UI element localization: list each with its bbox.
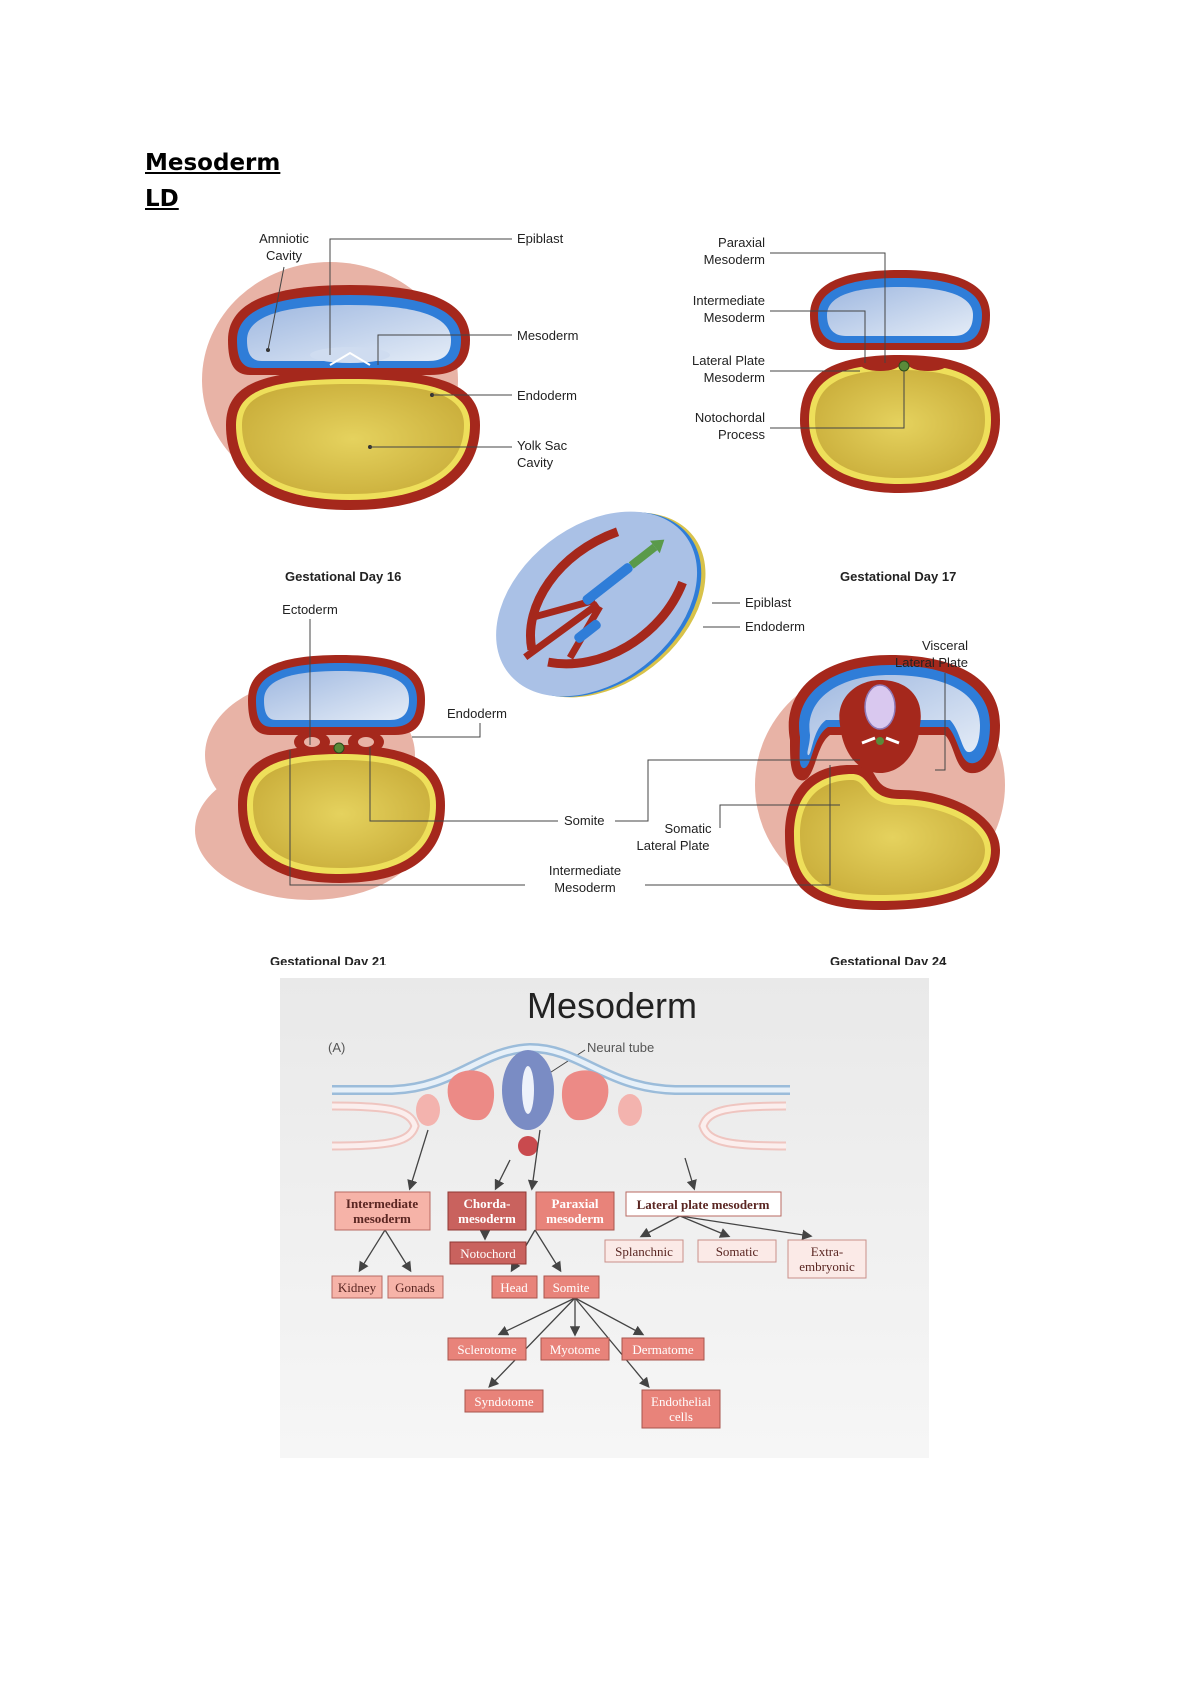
day24-section	[755, 655, 1005, 910]
box-somite: Somite	[543, 1275, 600, 1299]
box-myotome-text: Myotome	[550, 1342, 601, 1357]
label-mesoderm: Mesoderm	[517, 328, 578, 343]
box-sclerotome: Sclerotome	[447, 1337, 527, 1361]
box-lateral-plate-text: Lateral plate mesoderm	[637, 1197, 770, 1212]
page-title: Mesoderm	[145, 150, 281, 176]
box-chorda-line1: Chorda-	[464, 1196, 511, 1211]
box-extra-line1: Extra-	[811, 1244, 843, 1259]
label-notochordal-process-2: Process	[718, 427, 765, 442]
box-endothelial-line2: cells	[669, 1409, 693, 1424]
label-lateral-plate-mesoderm-2: Mesoderm	[704, 370, 765, 385]
box-extra-embryonic: Extra- embryonic	[787, 1239, 867, 1279]
box-chorda-line2: mesoderm	[458, 1211, 516, 1226]
box-paraxial-line2: mesoderm	[546, 1211, 604, 1226]
caption-day16: Gestational Day 16	[285, 569, 401, 584]
box-notochord-text: Notochord	[460, 1246, 516, 1261]
box-splanchnic: Splanchnic	[604, 1239, 684, 1263]
label-intermediate-mesoderm-1: Intermediate	[693, 293, 765, 308]
box-sclerotome-text: Sclerotome	[457, 1342, 516, 1357]
caption-day24: Gestational Day 24	[830, 954, 947, 965]
box-chordamesoderm: Chorda- mesoderm	[447, 1191, 527, 1231]
embryo-sections-figure: Amniotic Cavity Epiblast Mesoderm Endode…	[195, 231, 1005, 965]
box-intermediate-mesoderm: Intermediate mesoderm	[334, 1191, 431, 1231]
lineage-arrows	[358, 1129, 813, 1389]
page-subtitle: LD	[145, 186, 179, 212]
box-gonads-text: Gonads	[395, 1280, 435, 1295]
label-somite: Somite	[564, 813, 604, 828]
box-intermediate-line1: Intermediate	[346, 1196, 418, 1211]
label-amniotic-cavity-1: Amniotic	[259, 231, 309, 246]
label-visceral-lateral-plate-1: Visceral	[922, 638, 968, 653]
label-visceral-lateral-plate-2: Lateral Plate	[895, 655, 968, 670]
day21-labels: Ectoderm Endoderm Somite Intermediate Me…	[270, 602, 621, 965]
box-kidney-text: Kidney	[338, 1280, 377, 1295]
box-somite-text: Somite	[553, 1280, 590, 1295]
box-endothelial-cells: Endothelial cells	[641, 1389, 721, 1429]
label-day21-endoderm: Endoderm	[447, 706, 507, 721]
box-somatic-text: Somatic	[716, 1244, 759, 1259]
label-day21-intermediate-mesoderm-2: Mesoderm	[554, 880, 615, 895]
lineage-cross-section	[331, 1042, 790, 1156]
mesoderm-lineage-figure: Mesoderm (A) Neural tube	[280, 978, 929, 1458]
label-intermediate-mesoderm-2: Mesoderm	[704, 310, 765, 325]
box-splanchnic-text: Splanchnic	[615, 1244, 673, 1259]
center-labels: Epiblast Endoderm	[703, 595, 805, 634]
box-dermatome: Dermatome	[621, 1337, 705, 1361]
label-lateral-plate-mesoderm-1: Lateral Plate	[692, 353, 765, 368]
day21-section	[195, 655, 445, 900]
caption-day17: Gestational Day 17	[840, 569, 956, 584]
box-extra-line2: embryonic	[799, 1259, 855, 1274]
label-yolk-sac-cavity-1: Yolk Sac	[517, 438, 568, 453]
box-lateral-plate-mesoderm: Lateral plate mesoderm	[625, 1191, 782, 1217]
box-somatic: Somatic	[697, 1239, 777, 1263]
label-paraxial-mesoderm-1: Paraxial	[718, 235, 765, 250]
label-amniotic-cavity-2: Cavity	[266, 248, 303, 263]
box-syndotome-text: Syndotome	[474, 1394, 533, 1409]
box-dermatome-text: Dermatome	[632, 1342, 694, 1357]
box-notochord: Notochord	[449, 1241, 527, 1265]
box-myotome: Myotome	[540, 1337, 610, 1361]
box-intermediate-line2: mesoderm	[353, 1211, 411, 1226]
label-ectoderm: Ectoderm	[282, 602, 338, 617]
embryonic-disc-3d	[496, 511, 706, 698]
box-paraxial-mesoderm: Paraxial mesoderm	[535, 1191, 615, 1231]
day16-labels: Amniotic Cavity Epiblast Mesoderm Endode…	[259, 231, 578, 584]
label-center-epiblast: Epiblast	[745, 595, 792, 610]
day17-labels: Paraxial Mesoderm Intermediate Mesoderm …	[692, 235, 956, 584]
label-yolk-sac-cavity-2: Cavity	[517, 455, 554, 470]
box-head-text: Head	[500, 1280, 528, 1295]
neural-tube-label: Neural tube	[587, 1040, 654, 1055]
caption-day21: Gestational Day 21	[270, 954, 386, 965]
day24-labels: Visceral Lateral Plate Somatic Lateral P…	[615, 638, 968, 965]
box-gonads: Gonads	[387, 1275, 444, 1299]
day17-section	[800, 270, 1000, 493]
box-kidney: Kidney	[331, 1275, 383, 1299]
label-notochordal-process-1: Notochordal	[695, 410, 765, 425]
label-center-endoderm: Endoderm	[745, 619, 805, 634]
box-paraxial-line1: Paraxial	[552, 1196, 599, 1211]
lineage-title: Mesoderm	[527, 985, 697, 1026]
box-head: Head	[491, 1275, 538, 1299]
day16-section	[202, 262, 480, 510]
box-endothelial-line1: Endothelial	[651, 1394, 711, 1409]
label-endoderm: Endoderm	[517, 388, 577, 403]
label-day21-intermediate-mesoderm-1: Intermediate	[549, 863, 621, 878]
label-epiblast: Epiblast	[517, 231, 564, 246]
box-syndotome: Syndotome	[464, 1389, 544, 1413]
label-paraxial-mesoderm-2: Mesoderm	[704, 252, 765, 267]
label-somatic-lateral-plate-2: Lateral Plate	[637, 838, 710, 853]
panel-label: (A)	[328, 1040, 345, 1055]
label-somatic-lateral-plate-1: Somatic	[665, 821, 712, 836]
